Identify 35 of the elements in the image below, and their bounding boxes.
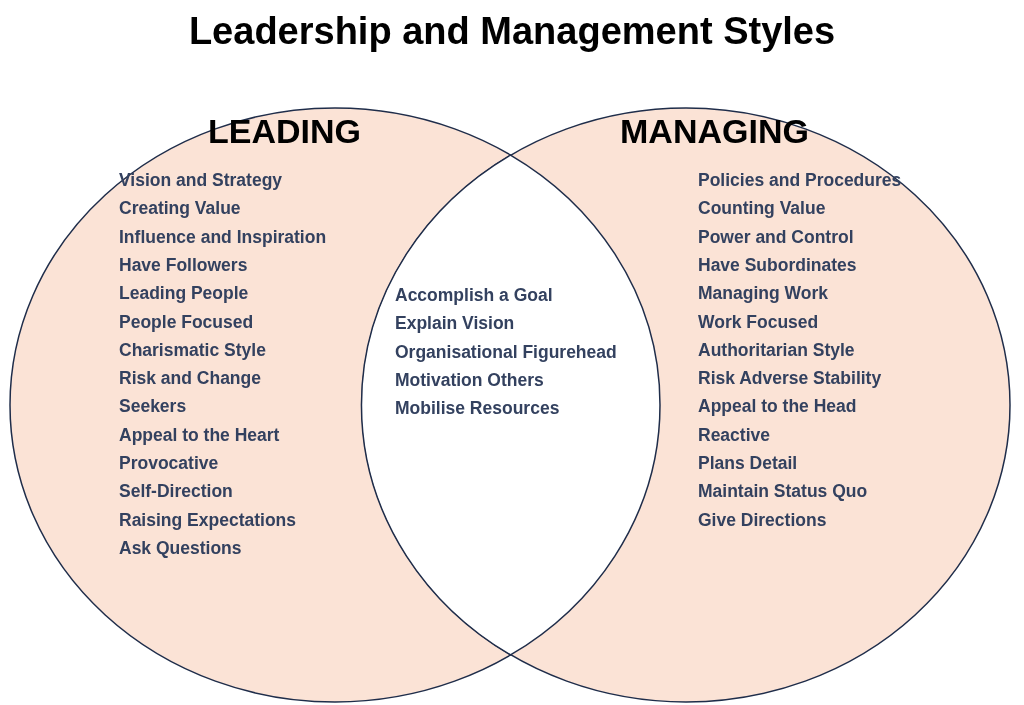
list-item: Risk and Change xyxy=(119,368,261,389)
list-item: Mobilise Resources xyxy=(395,398,560,419)
list-item: Influence and Inspiration xyxy=(119,226,327,247)
list-item: Appeal to the Heart xyxy=(119,424,280,445)
list-item: Plans Detail xyxy=(698,453,798,473)
list-item: Creating Value xyxy=(119,198,241,219)
list-item: Have Subordinates xyxy=(698,254,857,275)
list-item: Appeal to the Head xyxy=(698,396,857,417)
list-item: Authoritarian Style xyxy=(698,339,855,360)
list-item: Power and Control xyxy=(698,226,854,247)
list-item: Maintain Status Quo xyxy=(698,481,868,502)
list-item: Reactive xyxy=(698,424,770,445)
list-item: Self-Direction xyxy=(119,481,233,502)
list-item: Ask Questions xyxy=(119,537,242,558)
list-item: Managing Work xyxy=(698,283,828,304)
list-item: Vision and Strategy xyxy=(119,170,283,190)
circle-heading: MANAGING xyxy=(620,112,809,151)
list-item: Motivation Others xyxy=(395,369,544,390)
list-item: Have Followers xyxy=(119,254,248,275)
list-item: People Focused xyxy=(119,311,254,332)
list-item: Risk Adverse Stability xyxy=(698,368,882,389)
diagram-title: Leadership and Management Styles xyxy=(187,10,837,53)
list-item: Seekers xyxy=(119,396,187,417)
circle-heading: LEADING xyxy=(208,112,361,151)
list-item: Organisational Figurehead xyxy=(395,341,617,362)
list-item: Accomplish a Goal xyxy=(395,285,553,305)
list-item: Give Directions xyxy=(698,509,827,530)
list-item: Counting Value xyxy=(698,198,826,219)
list-item: Provocative xyxy=(119,453,219,473)
list-item: Raising Expectations xyxy=(119,509,296,530)
list-item: Work Focused xyxy=(698,311,819,332)
list-item: Leading People xyxy=(119,283,249,304)
list-item: Policies and Procedures xyxy=(698,170,902,190)
list-item: Explain Vision xyxy=(395,313,515,334)
list-item: Charismatic Style xyxy=(119,339,266,360)
